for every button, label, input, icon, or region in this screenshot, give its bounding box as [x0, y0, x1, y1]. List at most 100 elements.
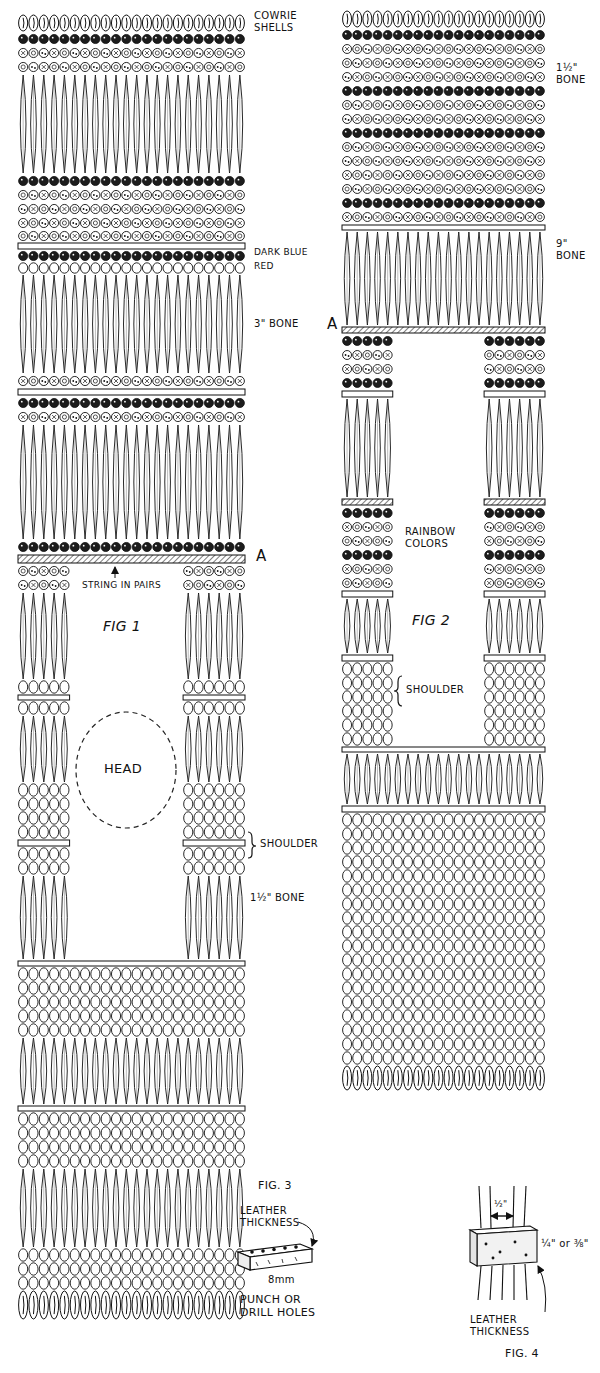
round-bead: [19, 702, 28, 714]
bead-highlight: [477, 89, 479, 91]
round-bead: [29, 996, 38, 1008]
round-bead: [19, 1155, 28, 1167]
pattern-bead: [235, 412, 244, 421]
dark-bead: [383, 31, 392, 40]
dark-bead: [153, 542, 162, 551]
round-bead: [132, 1113, 141, 1125]
bead-mark: [497, 76, 499, 78]
round-bead: [91, 263, 100, 273]
bone-seam: [74, 1039, 75, 1103]
bead-mark: [21, 65, 25, 69]
bead-highlight: [456, 33, 458, 35]
pattern-bead: [363, 143, 372, 152]
pattern-bead: [475, 59, 484, 68]
bead-highlight: [124, 545, 126, 547]
pattern-bead: [142, 48, 151, 57]
pattern-bead: [485, 171, 494, 180]
dark-bead: [163, 251, 172, 260]
round-bead: [194, 681, 203, 693]
pattern-bead: [142, 376, 151, 385]
bead-mark: [426, 117, 430, 121]
bead-mark: [365, 174, 367, 176]
bone-seam: [146, 1170, 147, 1246]
bead-mark: [52, 51, 56, 55]
hair-pipe-bone: [41, 275, 47, 373]
round-bead: [204, 681, 213, 693]
bead-highlight: [528, 131, 530, 133]
bone-seam: [177, 276, 178, 372]
round-bead: [50, 263, 59, 273]
bead-mark: [106, 381, 108, 383]
bead-mark: [386, 159, 390, 163]
round-bead: [70, 1141, 79, 1153]
pattern-bead: [163, 204, 172, 213]
pattern-bead: [81, 376, 90, 385]
bead-mark: [114, 415, 118, 419]
pattern-bead: [414, 59, 423, 68]
bead-highlight: [207, 401, 209, 403]
pattern-bead: [91, 204, 100, 213]
round-bead: [204, 812, 213, 824]
round-bead: [184, 798, 193, 810]
hair-pipe-bone: [175, 275, 181, 373]
bead-highlight: [21, 179, 23, 181]
dark-bead: [194, 34, 203, 43]
bead-highlight: [227, 545, 229, 547]
bead-highlight: [396, 89, 398, 91]
pattern-bead: [535, 101, 544, 110]
bead-mark: [62, 570, 64, 572]
bone-seam: [64, 1039, 65, 1103]
pattern-bead: [70, 48, 79, 57]
hair-pipe-bone: [216, 425, 222, 539]
pattern-bead: [101, 376, 110, 385]
pattern-bead: [122, 231, 131, 240]
bead-mark: [365, 61, 369, 65]
bead-mark: [103, 52, 105, 54]
hair-pipe-bone: [206, 75, 212, 173]
bead-highlight: [134, 37, 136, 39]
bead-mark: [500, 77, 502, 79]
bead-mark: [217, 570, 219, 572]
pattern-bead: [464, 59, 473, 68]
round-bead: [39, 784, 48, 796]
bead-highlight: [42, 545, 44, 547]
cowrie-shell: [204, 1291, 213, 1319]
round-bead: [60, 681, 69, 693]
cowrie-slit: [188, 1296, 190, 1314]
bead-mark: [42, 207, 46, 211]
bone-seam: [116, 76, 117, 172]
hair-pipe-bone: [124, 1038, 130, 1104]
round-bead: [81, 1024, 90, 1036]
round-bead: [101, 996, 110, 1008]
cowrie-shell: [132, 1291, 141, 1319]
bead-highlight: [436, 131, 438, 133]
bead-mark: [217, 583, 221, 587]
pattern-bead: [215, 48, 224, 57]
dark-bead: [122, 34, 131, 43]
pattern-bead: [373, 185, 382, 194]
bead-mark: [186, 570, 188, 572]
pattern-bead: [444, 59, 453, 68]
round-bead: [29, 826, 38, 838]
round-bead: [173, 1249, 182, 1261]
pattern-bead: [235, 376, 244, 385]
pattern-bead: [414, 143, 423, 152]
round-bead: [19, 1263, 28, 1275]
pattern-bead: [525, 143, 534, 152]
hair-pipe-bone: [165, 1169, 171, 1247]
dark-bead: [225, 251, 234, 260]
dark-bead: [515, 31, 524, 40]
round-bead: [132, 1249, 141, 1261]
round-bead: [39, 1277, 48, 1289]
cowrie-shell: [50, 1291, 59, 1319]
bead-mark: [62, 51, 66, 55]
round-bead: [122, 1010, 131, 1022]
pattern-bead: [60, 48, 69, 57]
pattern-bead: [235, 62, 244, 71]
bead-mark: [238, 51, 242, 55]
bead-mark: [487, 48, 489, 50]
round-bead: [111, 1141, 120, 1153]
bead-mark: [507, 173, 511, 177]
round-bead: [204, 968, 213, 980]
round-bead: [70, 982, 79, 994]
